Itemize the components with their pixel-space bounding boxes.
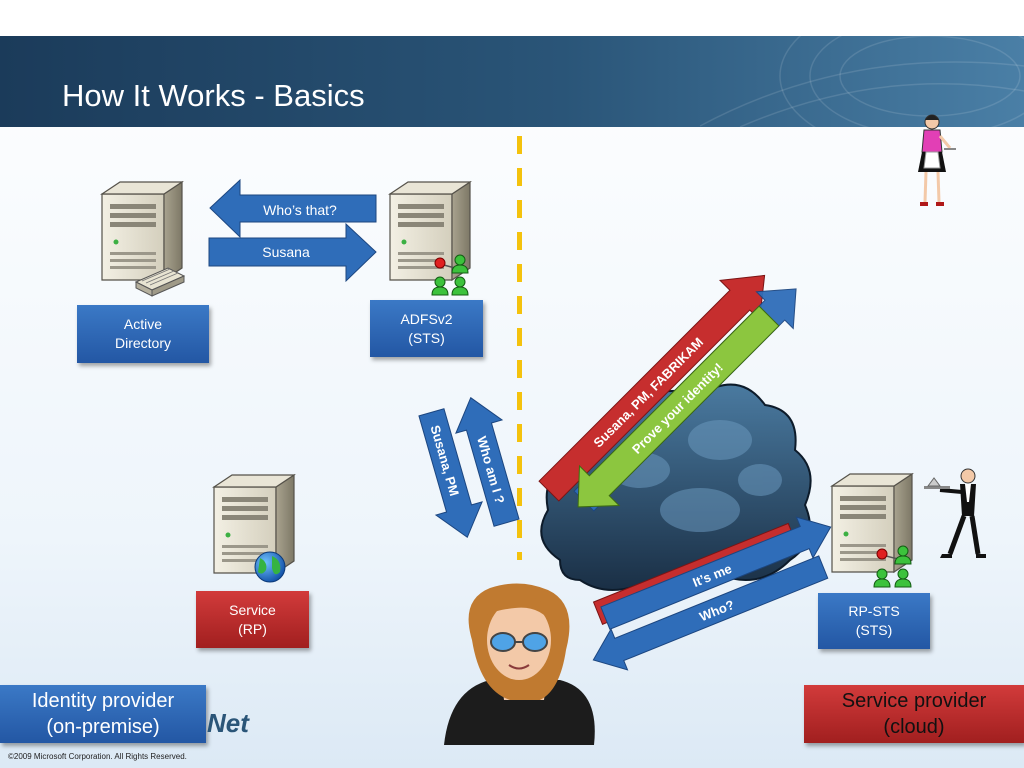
- active-directory-server-icon: [101, 181, 183, 281]
- rp-sts-box: RP-STS (STS): [818, 593, 930, 649]
- top-bar: [0, 0, 1024, 36]
- adfs-sts-box: ADFSv2 (STS): [370, 300, 483, 357]
- whos-that-label: Who’s that?: [263, 202, 337, 218]
- service-rp-box: Service (RP): [196, 591, 309, 648]
- susana-label: Susana: [262, 244, 310, 260]
- waitress-figure: [918, 114, 956, 206]
- boundary-divider: [517, 136, 522, 560]
- slide-header: How It Works - Basics: [0, 36, 1024, 127]
- globe-icon: [254, 551, 286, 583]
- waiter-figure: [924, 468, 986, 558]
- copyright-footer: ©2009 Microsoft Corporation. All Rights …: [8, 752, 187, 761]
- keyboard-icon: [134, 267, 186, 297]
- active-directory-box: Active Directory: [77, 305, 209, 363]
- page-title: How It Works - Basics: [62, 78, 365, 113]
- service-provider-box: Service provider (cloud): [804, 685, 1024, 743]
- susana-arrow: [208, 222, 377, 283]
- header-decoration: [699, 36, 1024, 127]
- net-logo-fragment: Net: [207, 708, 249, 738]
- identity-provider-box: Identity provider (on-premise): [0, 685, 206, 743]
- users-icon: [431, 254, 469, 296]
- susana-pm-arrow: Susana, PM: [418, 408, 483, 539]
- whos-that-arrow: [209, 178, 377, 239]
- woman-avatar: [444, 583, 595, 745]
- users-icon: [873, 545, 912, 588]
